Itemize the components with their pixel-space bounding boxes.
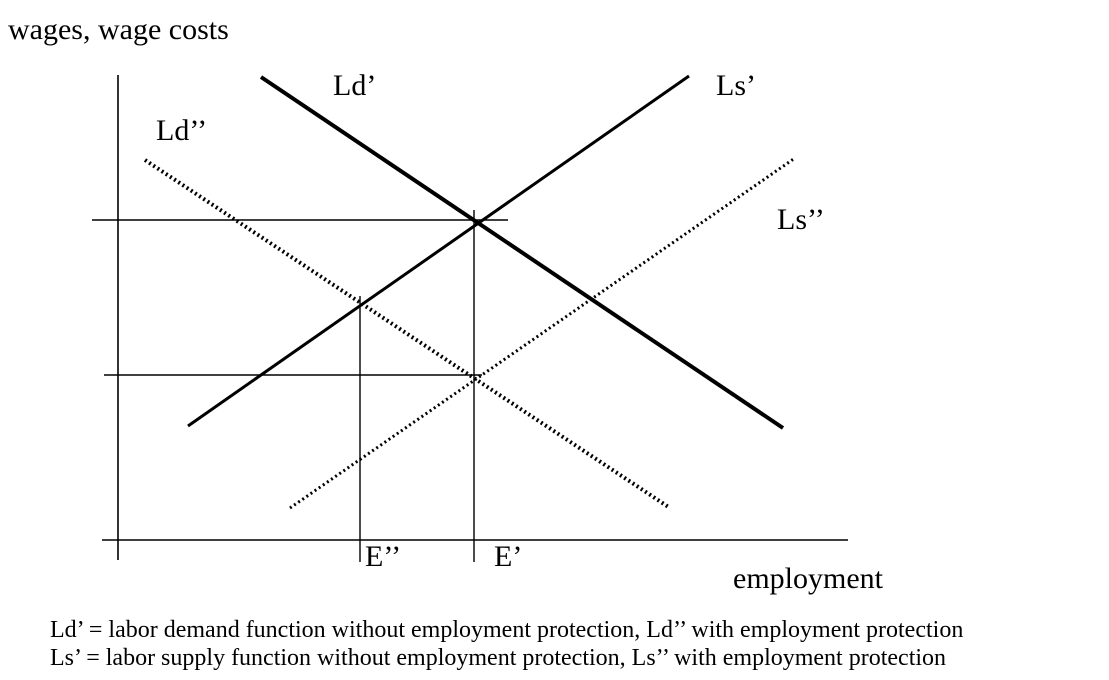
label-ls1: Ls’ (716, 69, 756, 102)
curve-ld1 (259, 75, 785, 430)
y-axis-title: wages, wage costs (8, 13, 229, 46)
curve-ld2 (143, 158, 672, 510)
curve-ls1 (187, 74, 690, 428)
legend-line-demand: Ld’ = labor demand function without empl… (50, 617, 964, 643)
marker-e2: E’’ (365, 540, 401, 573)
curve-ls2 (289, 156, 796, 510)
x-axis-title: employment (733, 562, 884, 595)
label-ld2: Ld’’ (156, 114, 207, 147)
label-ls2: Ls’’ (777, 203, 825, 236)
marker-e1: E’ (494, 540, 522, 573)
label-ld1: Ld’ (333, 69, 376, 102)
legend-line-supply: Ls’ = labor supply function without empl… (50, 645, 947, 671)
